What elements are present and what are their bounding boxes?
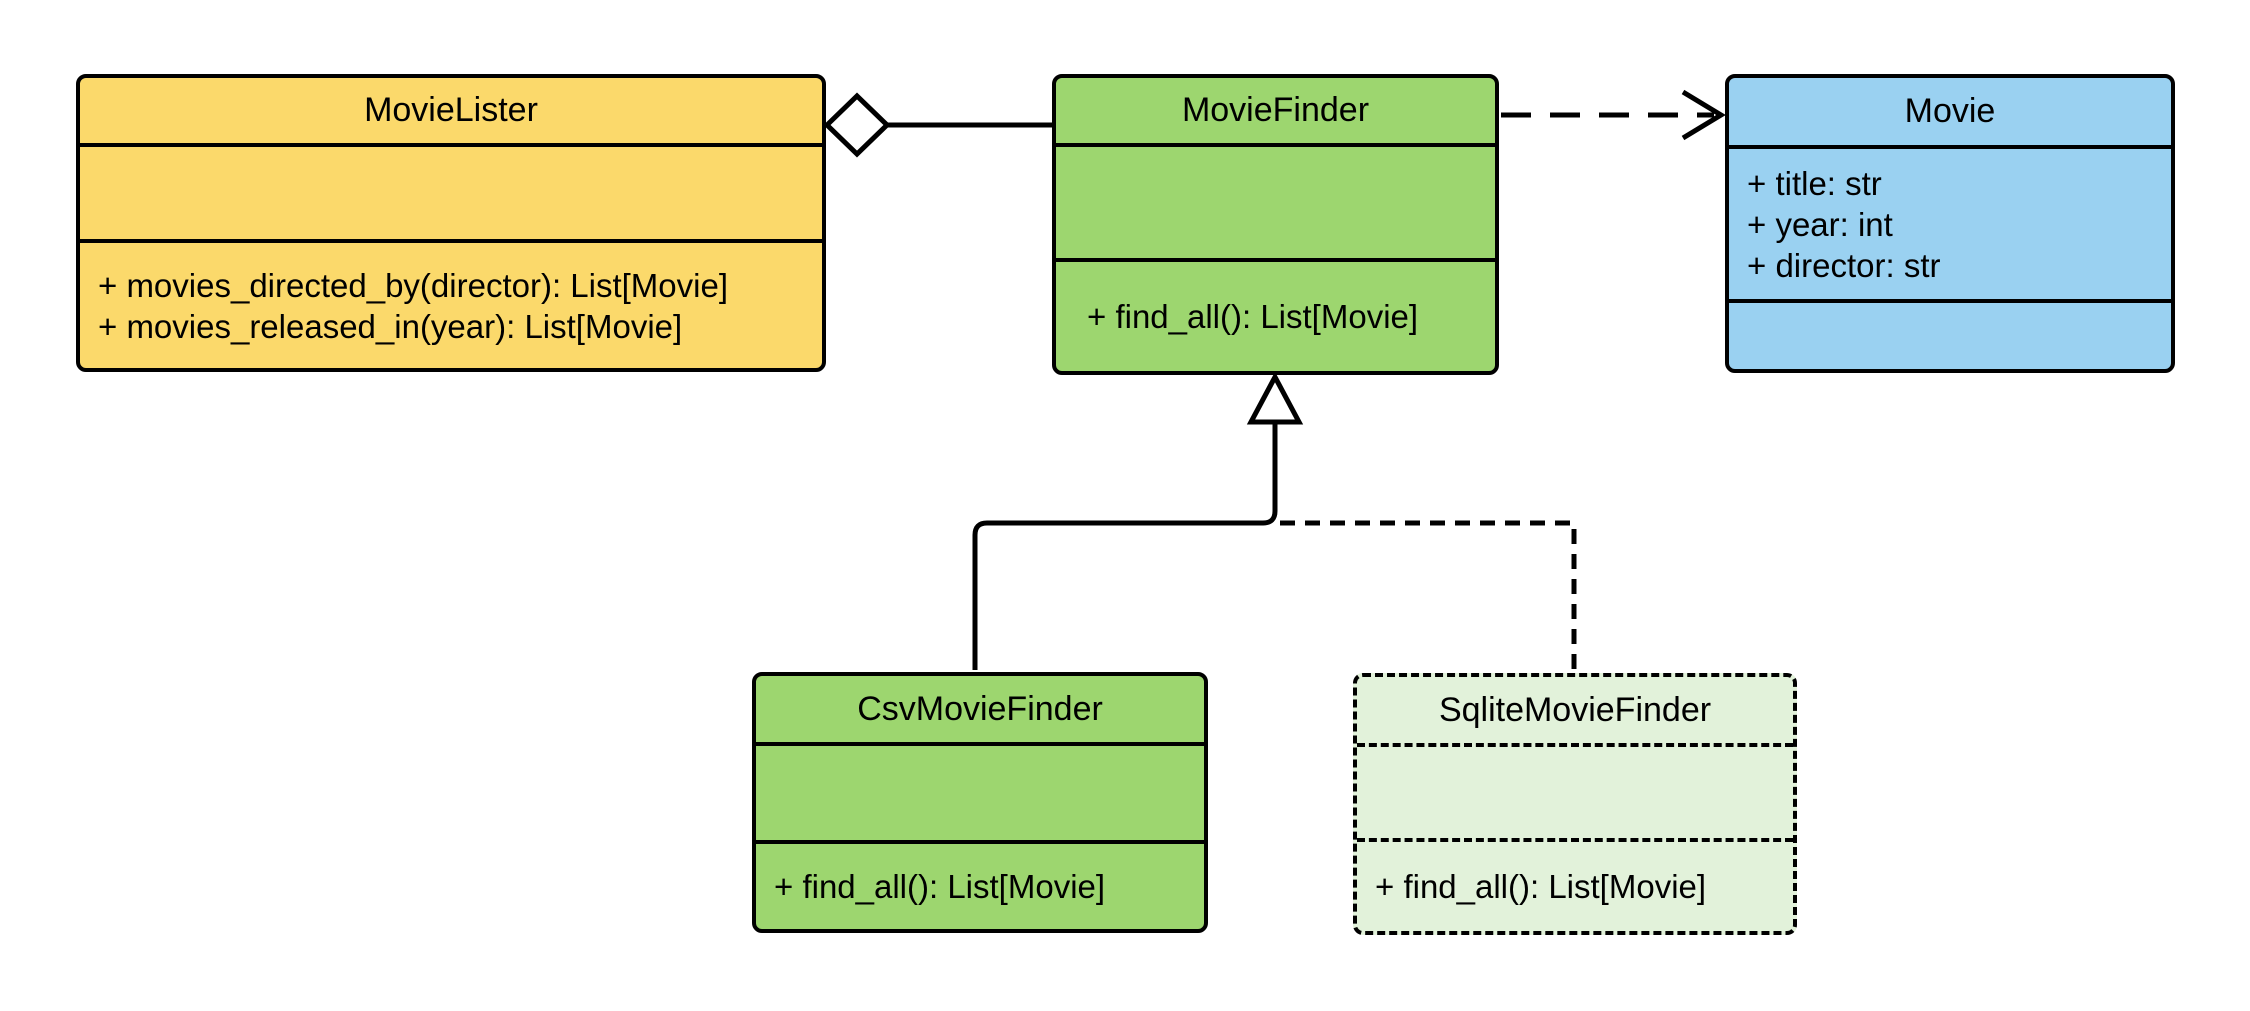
methods-compartment-movielister: + movies_directed_by(director): List[Mov…: [80, 239, 822, 368]
method-label: + find_all(): List[Movie]: [774, 868, 1106, 905]
class-name-moviefinder: MovieFinder: [1181, 91, 1370, 129]
hollow-triangle-icon: [1246, 371, 1304, 425]
method-label: + movies_released_in(year): List[Movie]: [98, 307, 683, 345]
class-name-sqlitemoviefinder: SqliteMovieFinder: [1438, 690, 1712, 729]
methods-compartment-csvmoviefinder: + find_all(): List[Movie]: [756, 840, 1204, 929]
dependency-connector[interactable]: [1501, 89, 1726, 141]
method-label: + find_all(): List[Movie]: [1375, 868, 1707, 905]
attributes-compartment-movielister: [80, 143, 822, 239]
attribute-label: + year: int: [1747, 205, 1893, 243]
methods-compartment-sqlitemoviefinder: + find_all(): List[Movie]: [1357, 838, 1793, 931]
class-box-csvmoviefinder[interactable]: CsvMovieFinder + find_all(): List[Movie]: [752, 672, 1208, 933]
methods-compartment-movie: [1729, 299, 2171, 369]
attributes-compartment-movie: + title: str + year: int + director: str: [1729, 145, 2171, 299]
methods-compartment-moviefinder: + find_all(): List[Movie]: [1056, 258, 1495, 371]
class-box-movie[interactable]: Movie + title: str + year: int + directo…: [1725, 74, 2175, 373]
attributes-compartment-sqlitemoviefinder: [1357, 743, 1793, 838]
open-arrowhead-icon: [1681, 89, 1726, 141]
aggregation-connector[interactable]: [823, 92, 1054, 158]
method-label: + movies_directed_by(director): List[Mov…: [98, 266, 728, 304]
hollow-diamond-icon: [823, 92, 891, 158]
class-box-moviefinder[interactable]: MovieFinder + find_all(): List[Movie]: [1052, 74, 1499, 375]
attributes-compartment-csvmoviefinder: [756, 742, 1204, 840]
attribute-label: + director: str: [1747, 246, 1941, 284]
attributes-compartment-moviefinder: [1056, 143, 1495, 258]
method-label: + find_all(): List[Movie]: [1087, 298, 1419, 335]
generalization-dashed-connector[interactable]: [1280, 520, 1577, 671]
class-name-csvmoviefinder: CsvMovieFinder: [857, 689, 1103, 728]
class-box-sqlitemoviefinder[interactable]: SqliteMovieFinder + find_all(): List[Mov…: [1353, 673, 1797, 935]
class-name-movielister: MovieLister: [364, 91, 538, 129]
class-name-movie: Movie: [1904, 92, 1996, 130]
attribute-label: + title: str: [1747, 164, 1882, 202]
generalization-solid-connector[interactable]: [972, 420, 1278, 670]
class-box-movielister[interactable]: MovieLister + movies_directed_by(directo…: [76, 74, 826, 372]
